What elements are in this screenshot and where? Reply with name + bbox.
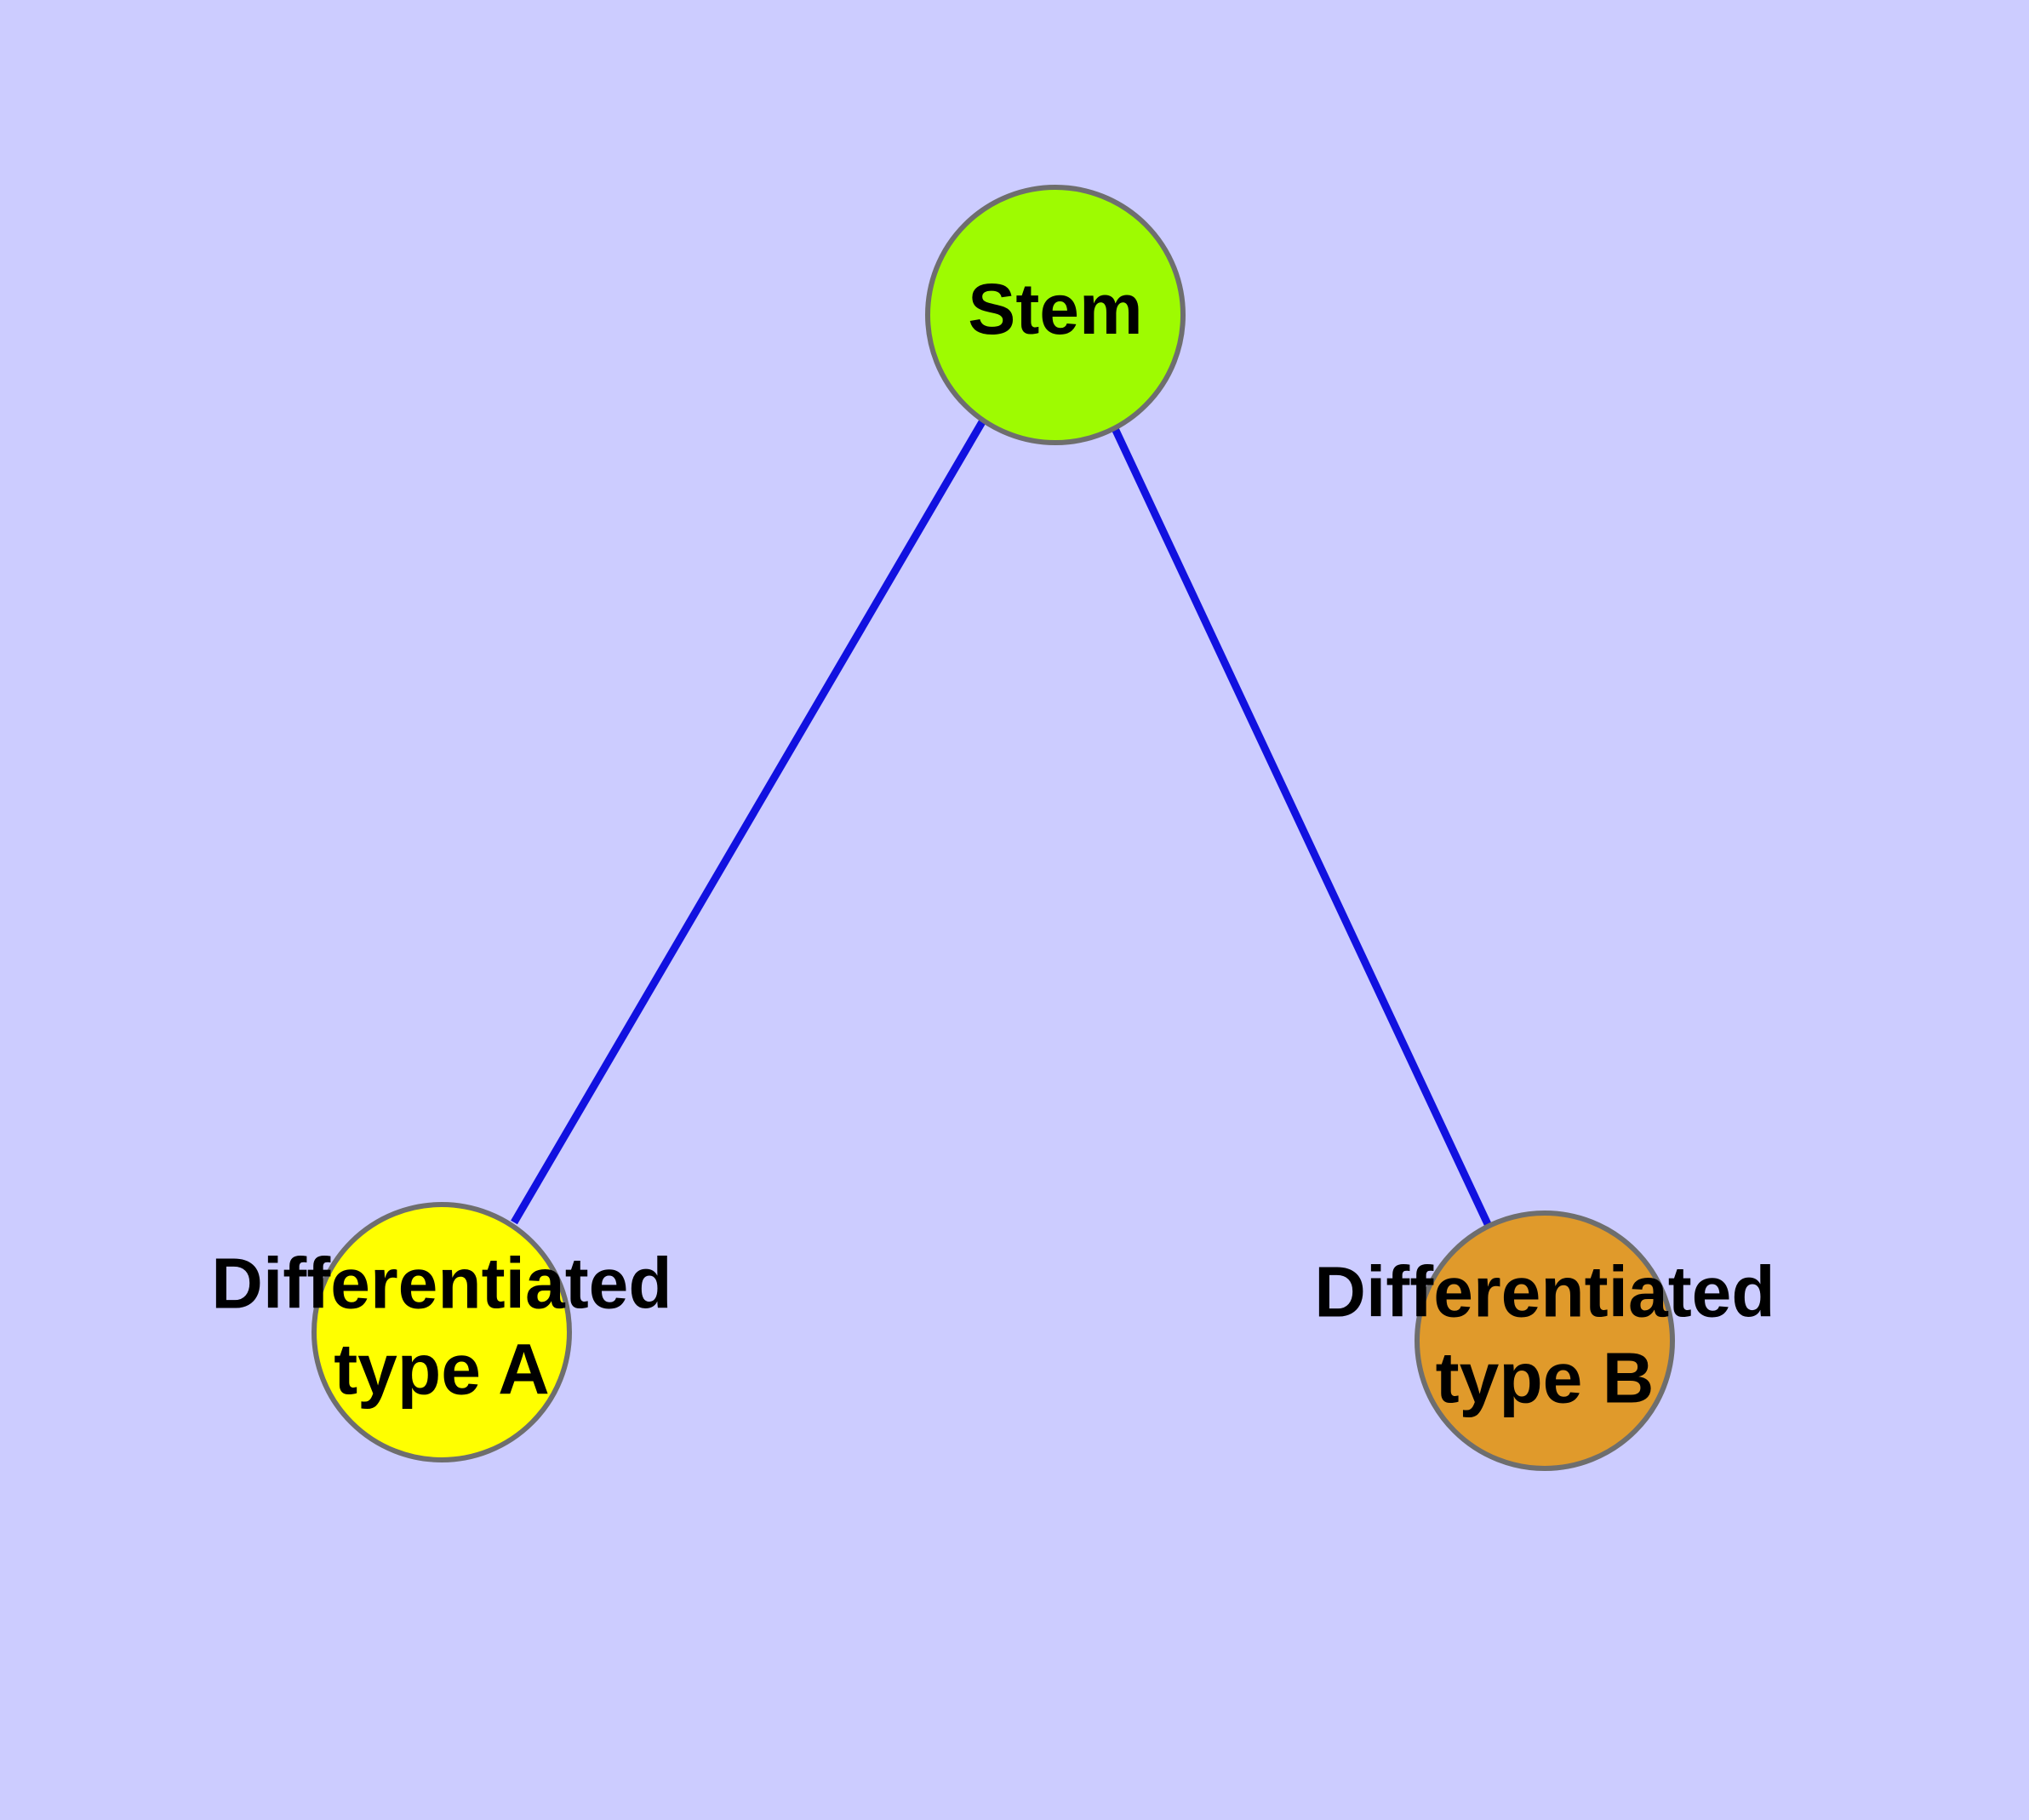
node-label-line: type B <box>1436 1338 1655 1418</box>
node-label-line: Differentiated <box>211 1244 672 1324</box>
edges-layer <box>511 418 1492 1226</box>
node-circle-diff-a[interactable] <box>311 1202 572 1462</box>
node-circle-diff-b[interactable] <box>1415 1210 1675 1471</box>
node-label-line: Differentiated <box>1314 1252 1775 1332</box>
node-circle-stem[interactable] <box>925 185 1186 445</box>
graph-edge-stem-to-diff-b[interactable] <box>1108 421 1492 1226</box>
graph-edge-stem-to-diff-a[interactable] <box>511 418 986 1225</box>
node-label-line: type A <box>334 1330 550 1410</box>
node-label-stem: Stem <box>968 269 1142 349</box>
node-label-line: Stem <box>968 269 1142 349</box>
graph-node-stem[interactable]: Stem <box>925 185 1186 445</box>
